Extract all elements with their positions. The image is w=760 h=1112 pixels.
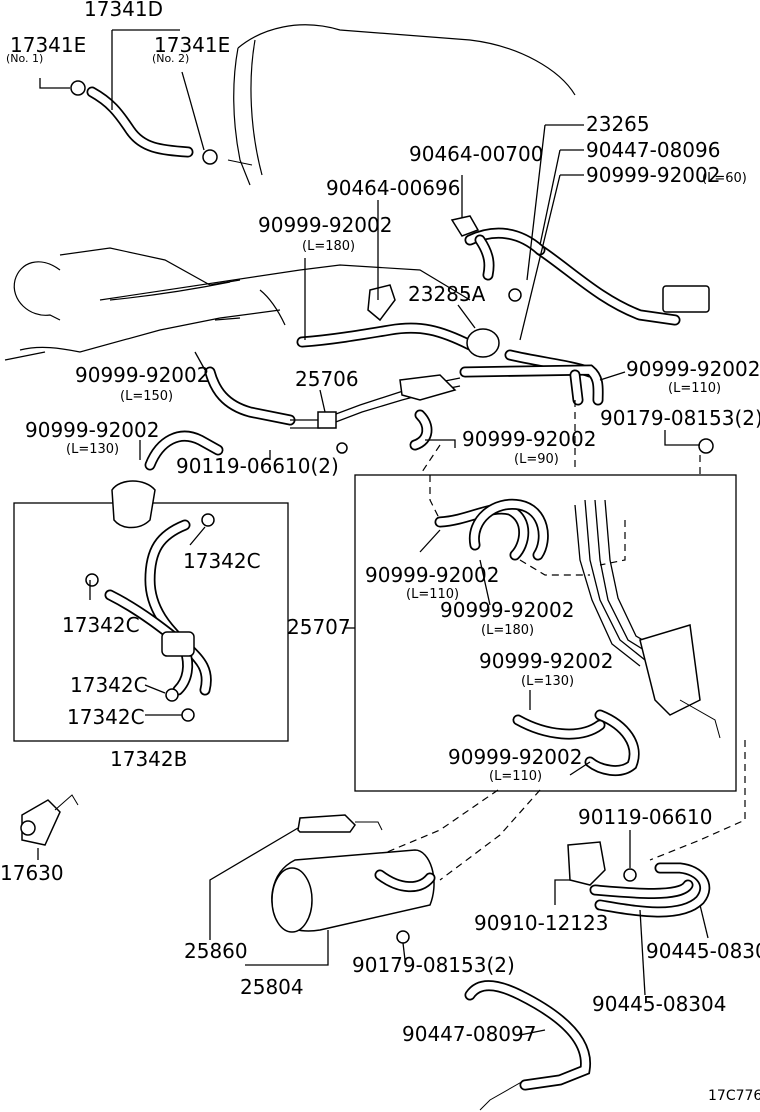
callout-17342C-a: 17342C: [183, 549, 261, 573]
clamp-17342C-icon: [85, 573, 99, 587]
vsv-23285A-icon: [466, 328, 500, 358]
callout-90447-08096: 90447-08096: [586, 138, 720, 162]
callout-90999-L110c-note: (L=110): [489, 769, 542, 784]
callout-90999-L150-note: (L=150): [120, 389, 173, 404]
clamp-17342C-icon: [165, 688, 179, 702]
callout-90447-08097: 90447-08097: [402, 1022, 536, 1046]
vsv-bracket-icon: [639, 624, 701, 716]
callout-90999-L130b-note: (L=130): [521, 674, 574, 689]
clamp-no2-icon: [202, 149, 218, 165]
engine-outline: [4, 24, 576, 361]
figure-code: 17C776: [708, 1088, 760, 1104]
callout-90999-L110a: 90999-92002: [626, 357, 760, 381]
fitting-icon: [508, 288, 522, 302]
callout-90464-00700: 90464-00700: [409, 142, 543, 166]
callout-17341E-no2: 17341E: [154, 33, 230, 57]
callout-90999-L60-note: (L=60): [702, 171, 747, 186]
pipe-clip-icon: [317, 411, 337, 429]
canister-25804: [271, 814, 436, 944]
callout-25707: 25707: [287, 615, 351, 639]
callout-90999-L150: 90999-92002: [75, 363, 209, 387]
bolt-90119-icon: [336, 442, 348, 454]
leader-lines: [37, 29, 709, 1036]
callout-90999-L90: 90999-92002: [462, 427, 596, 451]
dashed-leaders: [379, 400, 746, 881]
callout-90999-L130b: 90999-92002: [479, 649, 613, 673]
tee-joint-icon: [161, 631, 195, 657]
box-25707: [354, 474, 737, 792]
callout-23285A: 23285A: [408, 282, 486, 306]
callout-90464-00696: 90464-00696: [326, 176, 460, 200]
callout-90179-08153-lower: 90179-08153(2): [352, 953, 515, 977]
callout-90999-L60: 90999-92002: [586, 163, 720, 187]
vsv-fitting-icon: [111, 480, 156, 529]
canister-end-icon: [271, 867, 313, 933]
callout-90999-L110b-note: (L=110): [406, 587, 459, 602]
pipe-25706-bracket-icon: [399, 374, 457, 401]
callout-17342B: 17342B: [110, 747, 187, 771]
hose-group-middle: [204, 284, 714, 454]
assembly-25707: [354, 474, 737, 792]
callout-17342C-b: 17342C: [62, 613, 140, 637]
clamp-17342C-icon: [181, 708, 195, 722]
callout-90119-06610: 90119-06610: [578, 805, 712, 829]
callout-90119-06610-2: 90119-06610(2): [176, 454, 339, 478]
bolt-90119-06610-icon: [623, 868, 637, 882]
sensor-17630: [20, 794, 79, 846]
callout-17342C-c: 17342C: [70, 673, 148, 697]
callout-90445-0830: 90445-0830: [646, 939, 760, 963]
callout-90999-L110a-note: (L=110): [668, 381, 721, 396]
callout-25706: 25706: [295, 367, 359, 391]
clip-90179-icon: [396, 930, 410, 944]
callout-90445-08304: 90445-08304: [592, 992, 726, 1016]
hose-group-upper-right: [450, 215, 710, 326]
hose-17341D: [70, 80, 253, 166]
callout-90999-L90-note: (L=90): [514, 452, 559, 467]
callout-90910-12123: 90910-12123: [474, 911, 608, 935]
callout-90999-L130a: 90999-92002: [25, 418, 159, 442]
callout-90999-L180b: 90999-92002: [440, 598, 574, 622]
callout-90999-L180a: 90999-92002: [258, 213, 392, 237]
callout-25860: 25860: [184, 939, 248, 963]
callout-90999-L110c: 90999-92002: [448, 745, 582, 769]
callout-17630: 17630: [0, 861, 64, 885]
callout-17341D: 17341D: [84, 0, 163, 21]
callout-25804: 25804: [240, 975, 304, 999]
callout-90179-08153-upper: 90179-08153(2): [600, 406, 760, 430]
assembly-lower-right: [464, 841, 711, 1111]
vsv-90910-icon: [567, 841, 606, 886]
callout-90999-L180a-note: (L=180): [302, 239, 355, 254]
vsv-25860-icon: [297, 814, 356, 833]
bracket-90464-00700-icon: [450, 215, 480, 237]
clip-90179-icon: [698, 438, 714, 454]
callout-17341E-no2-note: (No. 2): [152, 52, 189, 65]
bracket-90464-00696-icon: [367, 284, 396, 322]
callout-17342C-d: 17342C: [67, 705, 145, 729]
callout-90999-L130a-note: (L=130): [66, 442, 119, 457]
callout-17341E-no1-note: (No. 1): [6, 52, 43, 65]
callout-23265: 23265: [586, 112, 650, 136]
callout-17341E-no1: 17341E: [10, 33, 86, 57]
callout-90999-L180b-note: (L=180): [481, 623, 534, 638]
clamp-17342C-icon: [201, 513, 215, 527]
callout-90999-L110b: 90999-92002: [365, 563, 499, 587]
assembly-17342B: [13, 430, 289, 742]
vacuum-valve-23265-icon: [662, 285, 710, 313]
clamp-no1-icon: [70, 80, 86, 96]
